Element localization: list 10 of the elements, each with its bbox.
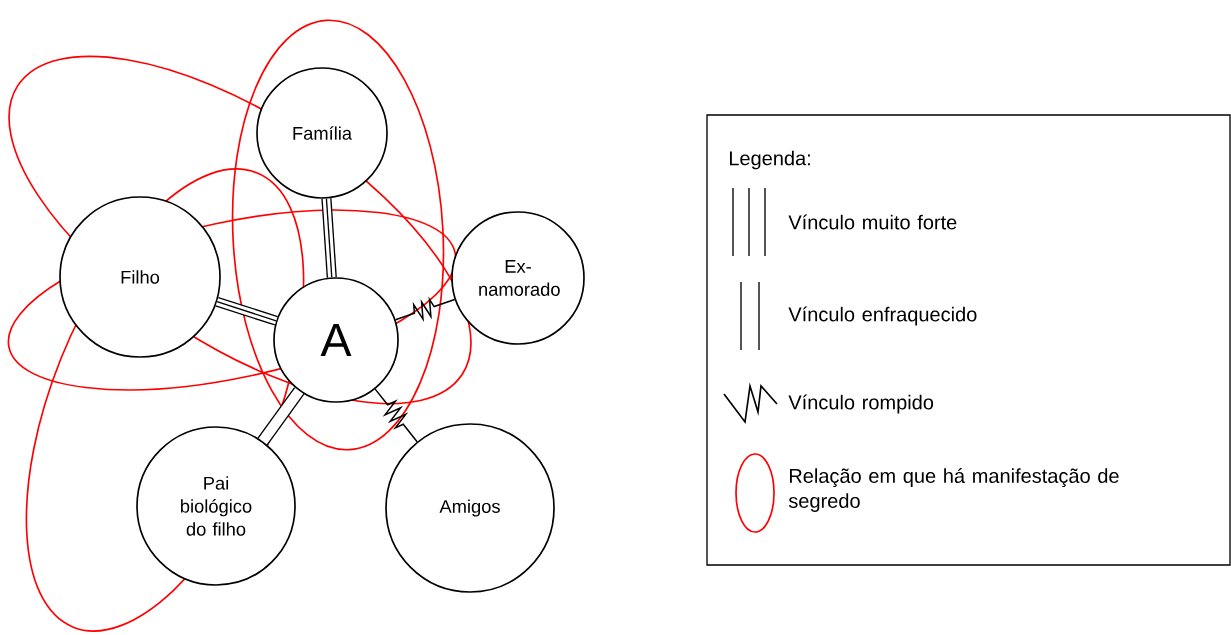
legend-text: Vínculo muito forte (788, 214, 957, 230)
triple-line (215, 296, 278, 326)
zigzag-line (374, 388, 418, 443)
legend-title: Legenda: (730, 150, 810, 170)
zigzag-line (394, 296, 456, 323)
double-line (257, 387, 305, 445)
legend-text: Vínculo rompido (788, 394, 934, 414)
legend-text: Relação em que há manifestação de segredo (788, 468, 1119, 512)
legend-text: Vínculo enfraquecido (788, 306, 977, 326)
triple-line (321, 198, 337, 278)
